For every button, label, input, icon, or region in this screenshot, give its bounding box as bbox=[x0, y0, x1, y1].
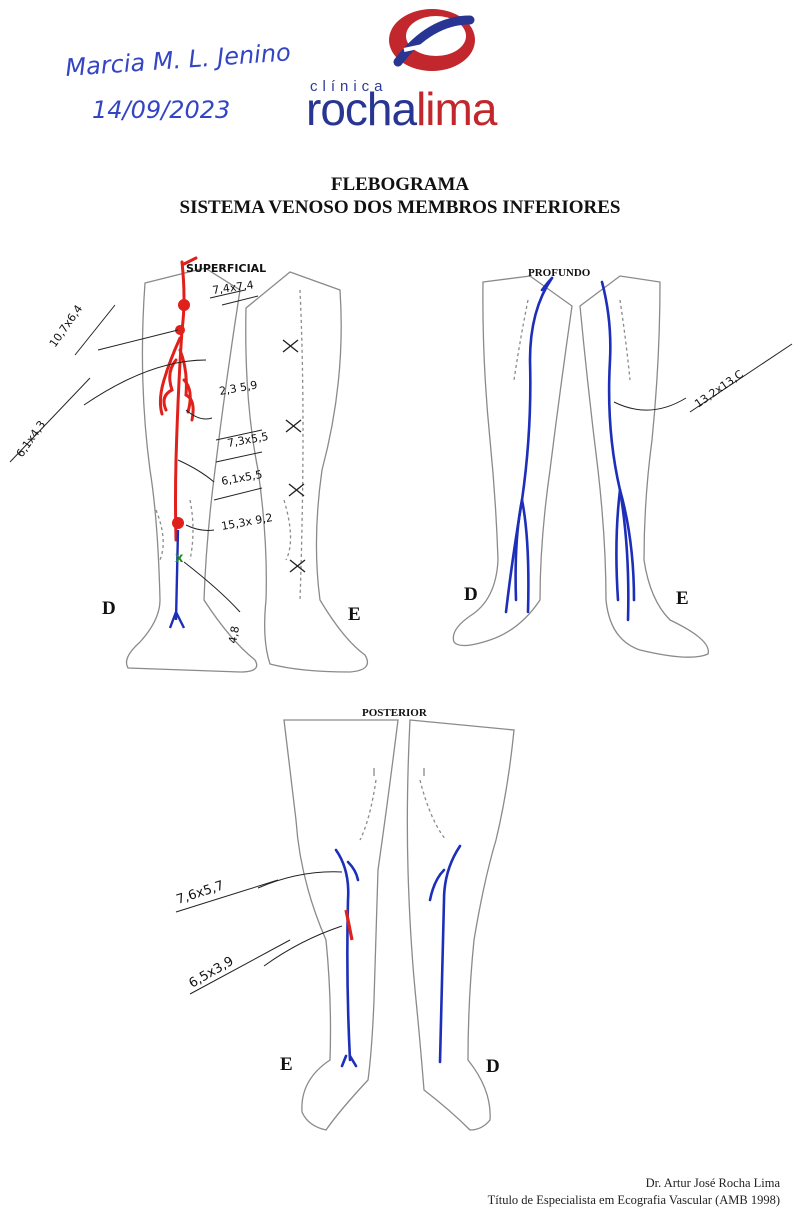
section-label-posterior: POSTERIOR bbox=[362, 707, 428, 719]
logo-small-text: clínica bbox=[310, 78, 388, 95]
deep-veins bbox=[504, 276, 636, 622]
patient-name: Marcia M. L. Jenino bbox=[64, 38, 291, 82]
annotation: 7,6x5,7 bbox=[175, 878, 226, 907]
normal-saphenous-segment bbox=[168, 529, 186, 629]
deep-annotations: 13,2x13,C bbox=[613, 343, 793, 413]
deep-legs-diagram bbox=[452, 275, 709, 658]
posterior-veins bbox=[334, 844, 462, 1068]
document-subtitle: SISTEMA VENOSO DOS MEMBROS INFERIORES bbox=[179, 197, 621, 218]
annotation: 13,2x13,C bbox=[692, 367, 746, 410]
section-label-profundo: PROFUNDO bbox=[528, 267, 591, 279]
doctor-name: Dr. Artur José Rocha Lima bbox=[645, 1176, 780, 1190]
tributary-x-marks bbox=[282, 339, 306, 573]
logo-word-rocha: rocha bbox=[306, 83, 417, 135]
posterior-annotations: 7,6x5,7 6,5x3,9 bbox=[175, 871, 343, 995]
side-label-d: D bbox=[464, 584, 478, 605]
annotation: 4,8 bbox=[226, 625, 242, 644]
clinic-logo-wordmark: rochalima bbox=[306, 83, 497, 135]
side-label-e: E bbox=[676, 588, 689, 609]
superficial-annotations: 7,4x7,4 10,7x6,4 6,1x4,3 2,3 5,9 7,3x5,5… bbox=[14, 278, 274, 644]
annotation: 15,3x 9,2 bbox=[220, 511, 273, 533]
clinic-logo-icon bbox=[389, 9, 475, 71]
ligation-marker: x bbox=[175, 551, 184, 566]
annotation: 10,7x6,4 bbox=[47, 303, 85, 350]
reflux-dilations bbox=[172, 299, 190, 529]
logo-word-lima: lima bbox=[416, 83, 497, 135]
exam-date: 14/09/2023 bbox=[92, 96, 230, 124]
document-title: FLEBOGRAMA bbox=[330, 174, 470, 195]
doctor-title: Título de Especialista em Ecografia Vasc… bbox=[487, 1193, 780, 1207]
posterior-legs-diagram bbox=[283, 719, 515, 1131]
reflux-great-saphenous-vein bbox=[158, 256, 198, 542]
side-label-e: E bbox=[348, 604, 361, 625]
side-label-e: E bbox=[280, 1054, 293, 1075]
superficial-legs-diagram bbox=[125, 267, 369, 673]
annotation: 7,4x7,4 bbox=[212, 278, 255, 297]
section-label-superficial: SUPERFICIAL bbox=[186, 262, 266, 275]
side-label-d: D bbox=[486, 1056, 500, 1077]
annotation: 2,3 5,9 bbox=[218, 378, 258, 397]
annotation: 6,1x5,5 bbox=[220, 468, 263, 488]
annotation-leaders bbox=[9, 289, 263, 613]
reflux-small-saphenous-segment bbox=[344, 909, 354, 941]
annotation: 6,1x4,3 bbox=[14, 418, 48, 459]
side-label-d: D bbox=[102, 598, 116, 619]
